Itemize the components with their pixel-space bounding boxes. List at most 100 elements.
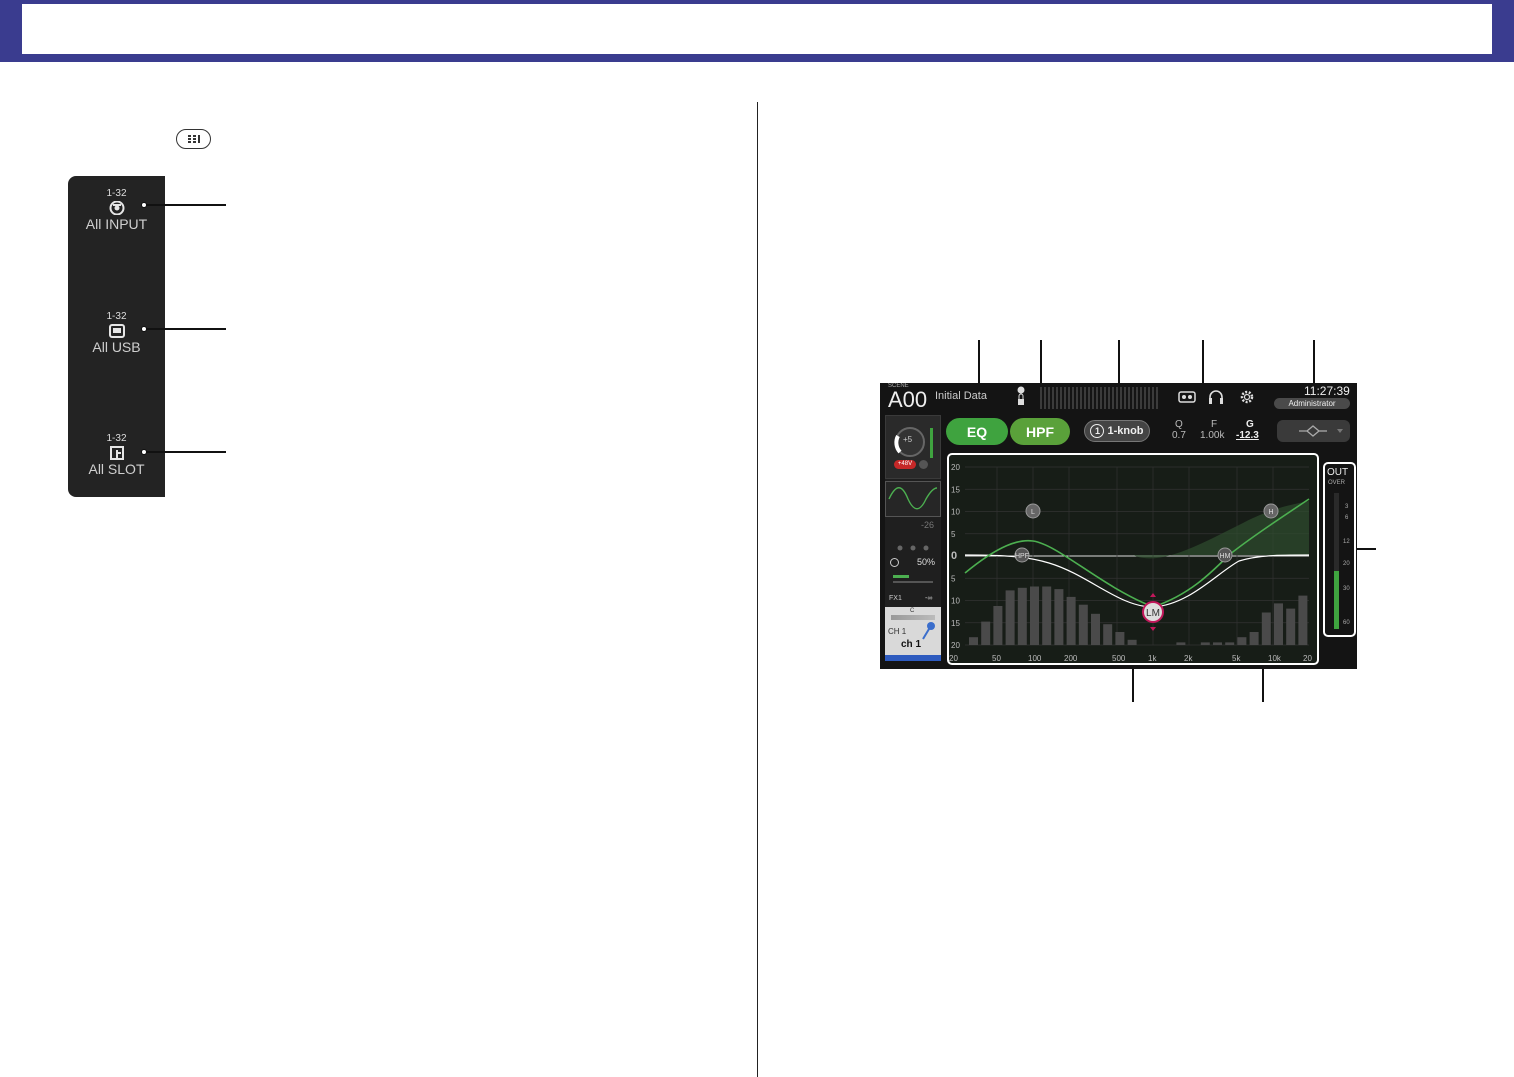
spectrum-bar [1225, 642, 1235, 645]
headphones-icon[interactable] [1208, 389, 1224, 405]
y-tick-label: 15 [951, 619, 960, 628]
spectrum-bar [1127, 639, 1137, 645]
eq-band-handle-label: H [1268, 509, 1273, 516]
y-tick-label: 5 [951, 574, 956, 583]
usb-icon [108, 324, 126, 338]
recorder-icon[interactable] [1178, 390, 1196, 404]
out-meter-frame [1323, 462, 1356, 637]
ch-name: ch 1 [901, 639, 922, 650]
gear-icon[interactable] [1239, 389, 1255, 405]
eq-band-handle[interactable]: HPF [1014, 547, 1030, 563]
callout-line [1262, 650, 1264, 702]
gain-section[interactable]: +5 +48V [885, 415, 941, 479]
g-value[interactable]: -12.3 [1236, 430, 1259, 441]
y-tick-label: 10 [951, 508, 960, 517]
spectrum-bar [1042, 586, 1052, 645]
microphone-icon [922, 622, 935, 640]
mixer-screen: SCENE A00 Initial Data 11:27:39 Administ… [880, 383, 1357, 669]
spectrum-bar [1249, 632, 1259, 645]
eq-band-handle-circle[interactable] [1217, 547, 1233, 563]
x-tick-label: 5k [1232, 654, 1241, 663]
lock-icon[interactable] [1017, 385, 1025, 407]
meter-scale-20: 20 [1343, 561, 1350, 567]
all-input-label: All INPUT [85, 216, 148, 232]
hpf-label: HPF [1026, 423, 1054, 440]
page-header-inner [22, 4, 1492, 54]
spectrum-bar [1078, 604, 1088, 645]
all-usb-label: All USB [92, 339, 141, 355]
user-badge[interactable]: Administrator [1274, 398, 1350, 409]
all-slot-label: All SLOT [88, 461, 145, 477]
gain-knob[interactable] [892, 424, 928, 460]
eq-band-handle-label: HM [1220, 553, 1231, 560]
spectrum-bar [1005, 590, 1015, 645]
y-tick-label: 15 [951, 485, 960, 494]
input-meter [930, 428, 933, 458]
all-usb-button[interactable]: 1-32 All USB [68, 311, 165, 355]
dynamics-dots[interactable] [897, 538, 931, 551]
channel-name-area[interactable]: C CH 1 ch 1 [885, 607, 941, 661]
eq-type-selector[interactable] [1277, 420, 1350, 442]
eq-band-handle-label: L [1031, 509, 1035, 516]
phantom-badge[interactable]: +48V [894, 460, 916, 469]
input-jack-icon [108, 200, 126, 216]
hpf-on-button[interactable]: HPF [1010, 418, 1070, 445]
eq-band-handle[interactable]: HM [1217, 547, 1233, 563]
meter-scale-60: 60 [1343, 620, 1350, 626]
channel-select-button[interactable] [176, 129, 211, 149]
eq-on-button[interactable]: EQ [946, 418, 1008, 445]
out-meter-level [1334, 571, 1339, 629]
spectrum-bar [1286, 608, 1296, 645]
q-label: Q [1175, 419, 1183, 430]
arrow-up-icon [1150, 593, 1156, 597]
x-tick-label: 50 [992, 654, 1001, 663]
spectrum-bar [993, 606, 1003, 645]
x-tick-label: 1k [1148, 654, 1157, 663]
pan-bar[interactable] [891, 615, 935, 620]
spectrum-bar [1176, 642, 1186, 645]
eq-type-icon [1299, 425, 1343, 437]
callout-line [146, 451, 226, 453]
f-value[interactable]: 1.00k [1200, 430, 1225, 441]
fader-value: -26 [921, 520, 935, 530]
meter-scale-6: 6 [1345, 515, 1349, 521]
x-tick-label: 100 [1028, 654, 1042, 663]
scene-label: SCENE [888, 383, 909, 389]
slot-range: 1-32 [106, 433, 127, 444]
meter-scale-12: 12 [1343, 539, 1350, 545]
eq-band-handle[interactable]: LM [1142, 601, 1164, 623]
arrow-down-icon [1150, 627, 1156, 631]
q-value[interactable]: 0.7 [1172, 430, 1186, 441]
eq-thumbnail[interactable] [885, 481, 941, 517]
phase-icon[interactable] [919, 460, 928, 469]
column-divider [757, 102, 758, 1077]
eq-band-handle[interactable]: L [1025, 503, 1041, 519]
channel-strip: +5 +48V -26 50% FX1 -∞ C CH 1 ch 1 [885, 415, 941, 661]
eq-band-handle[interactable]: H [1263, 503, 1279, 519]
spectrum-bar [981, 621, 991, 645]
all-input-button[interactable]: 1-32 All INPUT [68, 188, 165, 232]
spectrum-bar [1274, 603, 1283, 645]
all-slot-button[interactable]: 1-32 All SLOT [68, 433, 165, 477]
channel-type-strip: 1-32 All INPUT 1-32 All USB 1-32 All SLO… [68, 176, 165, 497]
callout-line [146, 328, 226, 330]
eq-band-handle-circle[interactable] [1014, 547, 1030, 563]
eq-band-handle-circle[interactable] [1025, 503, 1041, 519]
send-label: FX1 [889, 595, 902, 602]
callout-line [1132, 662, 1134, 702]
grid-icon [187, 135, 200, 143]
one-knob-button[interactable]: 1 1-knob [1084, 420, 1150, 442]
spectrum-bar [1030, 586, 1039, 645]
one-knob-track [893, 581, 933, 583]
scene-number[interactable]: A00 [888, 387, 928, 412]
one-knob-number: 1 [1090, 424, 1105, 438]
clock-time: 11:27:39 [1304, 384, 1350, 398]
eq-graph-frame [947, 453, 1319, 665]
eq-band-handle-circle[interactable] [1263, 503, 1279, 519]
spectrum-bar [1017, 587, 1027, 645]
gain-value: +5 [903, 435, 913, 444]
eq-band-handle-circle[interactable] [1142, 601, 1164, 623]
eq-band-handle-label: LM [1146, 608, 1160, 619]
